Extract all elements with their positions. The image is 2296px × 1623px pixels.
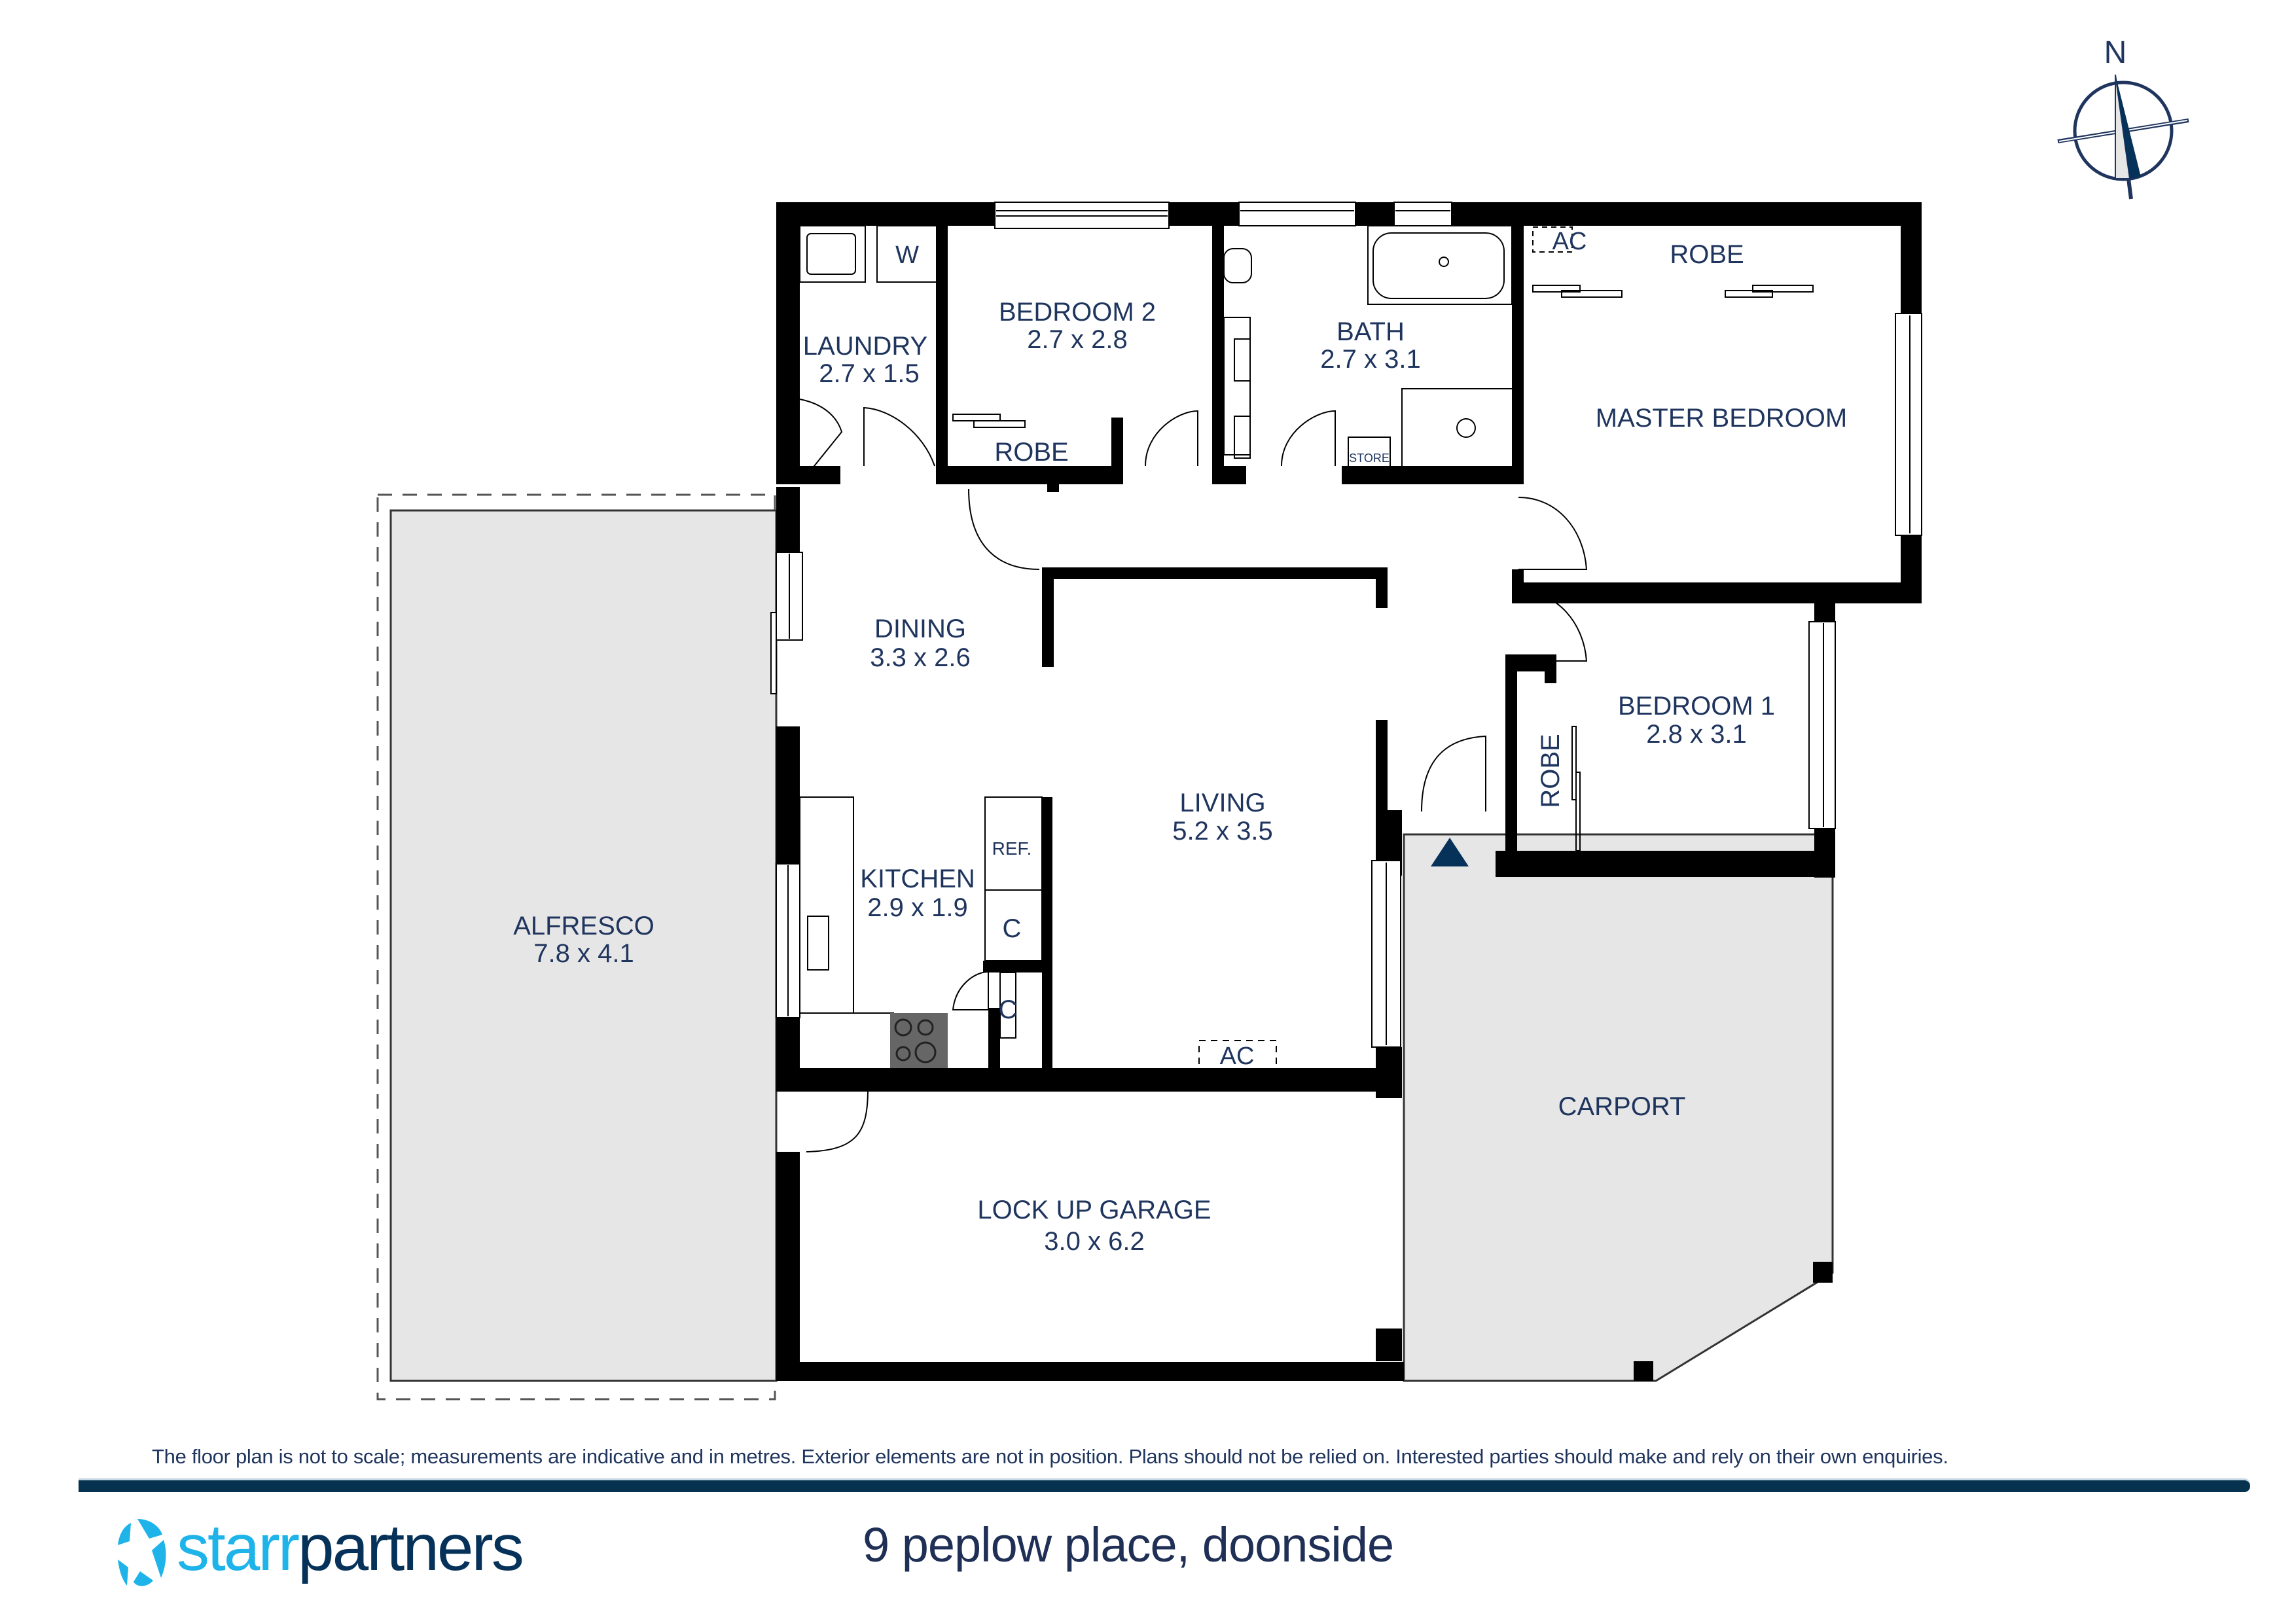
room-name: BEDROOM 1 xyxy=(1618,692,1775,721)
fixtures xyxy=(799,225,1814,1070)
cupboard-2 xyxy=(999,972,1016,1039)
cupboard-label: C xyxy=(999,995,1018,1024)
robe-label: ROBE xyxy=(1536,734,1565,808)
windows xyxy=(770,202,1922,1048)
room-dims: 2.9 x 1.9 xyxy=(867,893,967,922)
disclaimer-text: The floor plan is not to scale; measurem… xyxy=(152,1445,1948,1468)
store-label: STORE xyxy=(1349,452,1390,465)
alfresco-area xyxy=(389,509,778,1382)
room-dims: 2.7 x 3.1 xyxy=(1320,345,1420,374)
robe-label: ROBE xyxy=(994,438,1068,467)
room-name: CARPORT xyxy=(1558,1092,1686,1121)
room-dims: 2.7 x 2.8 xyxy=(1027,325,1127,354)
robe-label: ROBE xyxy=(1670,240,1744,269)
vanity xyxy=(1223,317,1251,455)
room-name: LIVING xyxy=(1179,789,1265,817)
star-logo-icon xyxy=(118,1519,166,1586)
room-name: KITCHEN xyxy=(860,865,975,893)
room-dims: 3.3 x 2.6 xyxy=(870,643,970,672)
room-name: ALFRESCO xyxy=(513,912,655,940)
room-dims: 3.0 x 6.2 xyxy=(1044,1227,1144,1256)
store-box xyxy=(1348,437,1391,477)
laundry-tub-icon xyxy=(799,225,866,283)
fridge-label: REF. xyxy=(992,838,1032,859)
room-name: BATH xyxy=(1336,317,1405,346)
ac-unit-living xyxy=(1198,1040,1277,1070)
room-name: DINING xyxy=(874,615,966,643)
brand-name-part2: partners xyxy=(298,1511,524,1584)
ac-label: AC xyxy=(1552,228,1587,255)
fixture-labels: W ROBE ROBE STORE AC AC REF. C C ROBE xyxy=(895,228,1744,1070)
entry-marker-icon xyxy=(1431,838,1469,866)
north-compass-icon: N xyxy=(2057,35,2189,200)
ac-unit-master xyxy=(1532,226,1573,253)
room-dims: 2.7 x 1.5 xyxy=(819,359,919,388)
room-name: LAUNDRY xyxy=(803,332,927,361)
room-name: BEDROOM 2 xyxy=(999,298,1156,327)
room-dims: 2.8 x 3.1 xyxy=(1646,720,1746,749)
bathtub-icon xyxy=(1367,225,1513,305)
brand-name: starrpartners xyxy=(177,1508,524,1587)
kitchen-bench xyxy=(799,796,854,1014)
room-name: MASTER BEDROOM xyxy=(1596,404,1847,433)
room-name: LOCK UP GARAGE xyxy=(977,1196,1211,1224)
brand-name-part1: starr xyxy=(177,1511,300,1584)
cupboard-label: C xyxy=(1003,914,1022,943)
walls xyxy=(776,202,1922,1381)
room-dims: 5.2 x 3.5 xyxy=(1172,817,1272,846)
footer-divider xyxy=(79,1480,2250,1492)
compass-north-label: N xyxy=(2104,35,2127,70)
cupboard-1 xyxy=(984,889,1043,961)
property-address: 9 peplow place, doonside xyxy=(863,1518,1394,1572)
carport-area xyxy=(1403,833,1834,1382)
toilet-icon xyxy=(1223,248,1252,283)
washer-box xyxy=(876,225,943,283)
room-dims: 7.8 x 4.1 xyxy=(533,939,634,968)
washer-label: W xyxy=(895,241,919,269)
ac-label: AC xyxy=(1220,1043,1255,1070)
room-labels: LAUNDRY 2.7 x 1.5 BEDROOM 2 2.7 x 2.8 BA… xyxy=(513,298,1847,1256)
doors xyxy=(799,399,1588,1152)
